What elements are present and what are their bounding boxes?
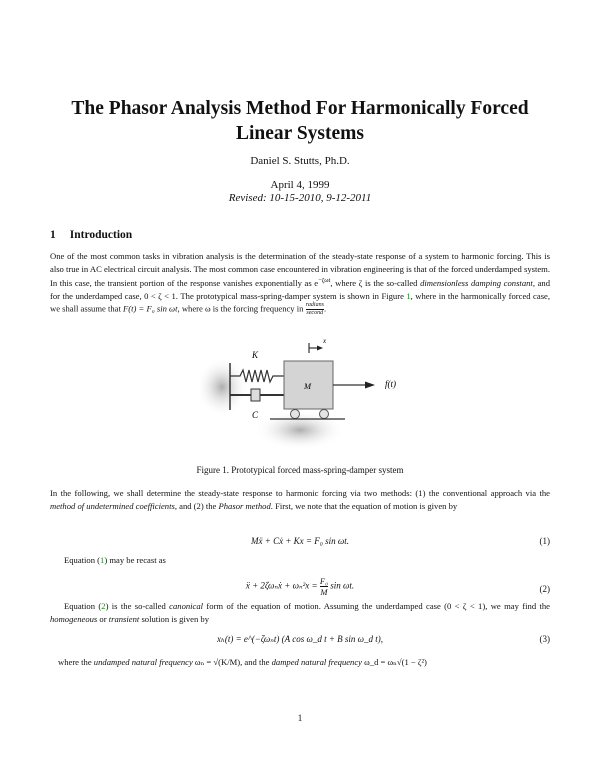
wheel-right xyxy=(319,409,329,419)
text-segment: , where in the harmonically forced case,… xyxy=(50,290,550,314)
text-segment: F(t) = F₀ sin ωt xyxy=(123,303,178,314)
text-segment: ) may be recast as xyxy=(104,555,166,565)
label-x: x xyxy=(322,337,327,345)
cross-reference-link[interactable]: 1 xyxy=(406,290,411,301)
text-segment: homogeneous xyxy=(50,613,98,624)
text-segment: In the following, we shall determine the… xyxy=(50,488,550,498)
damper xyxy=(250,388,261,402)
text-segment: , and for the underdamped case, 0 < ζ < … xyxy=(50,278,551,301)
equation-2-label: (2) xyxy=(539,584,551,594)
label-force: f(t) xyxy=(385,379,396,389)
text-segment: ω_d = ωₙ√(1 − ζ²) xyxy=(361,657,427,667)
text-segment: , where ζ is the so-called xyxy=(330,278,421,289)
section-title: Introduction xyxy=(69,229,133,241)
label-c: C xyxy=(252,410,259,420)
revised-date: Revised: 10-15-2010, 9-12-2011 xyxy=(228,192,372,204)
date: April 4, 1999 xyxy=(270,179,330,191)
text-segment: transient xyxy=(108,613,140,624)
section-number: 1 xyxy=(50,229,56,241)
figure-caption: Figure 1. Prototypical forced mass-sprin… xyxy=(196,465,404,475)
text-segment: Equation ( xyxy=(64,555,101,565)
paragraph-recast: Equation (1) may be recast as xyxy=(50,554,550,567)
paragraph-frequencies: where the undamped natural frequency ωₙ … xyxy=(58,656,558,669)
equation-3-body: xₕ(t) = e^(−ζωₙt) (A cos ω_d t + B sin ω… xyxy=(216,634,384,644)
text-segment: canonical xyxy=(169,601,204,611)
text-segment: , where ω is the forcing frequency in xyxy=(177,303,306,314)
text-segment: Equation ( xyxy=(64,601,102,611)
text-segment: or xyxy=(97,613,109,624)
paragraph-canonical: Equation (2) is the so-called canonical … xyxy=(50,600,550,625)
text-segment: undamped natural frequency xyxy=(93,657,193,667)
equation-2-lhs: ẍ + 2ζωₙẋ + ωₙ²x = xyxy=(245,580,320,591)
equation-3-label: (3) xyxy=(539,634,551,644)
mass-block xyxy=(283,360,334,410)
text-segment: ) is the so-called xyxy=(105,601,170,611)
text-segment: . First, we note that the equation of mo… xyxy=(270,500,458,511)
text-segment: dimensionless damping constant xyxy=(420,278,533,289)
text-segment: damped natural frequency xyxy=(271,657,362,667)
text-segment: where the xyxy=(58,657,94,667)
force-arrowhead xyxy=(365,381,375,389)
equation-1-body: Mẍ + Cẋ + Kx = F₀ sin ωt. xyxy=(251,536,349,546)
author: Daniel S. Stutts, Ph.D. xyxy=(250,155,350,167)
ground-shadow xyxy=(255,410,345,450)
text-segment: One of the most common tasks in vibratio… xyxy=(50,251,550,289)
paragraph-methods: In the following, we shall determine the… xyxy=(50,487,550,512)
paragraph-intro: One of the most common tasks in vibratio… xyxy=(50,250,550,317)
label-k: K xyxy=(251,350,259,360)
wall-shadow xyxy=(200,357,248,417)
text-segment: . xyxy=(323,303,327,314)
text-segment: solution is given by xyxy=(139,613,210,624)
text-segment: form of the equation of motion. Assuming… xyxy=(203,601,550,611)
wheel-left xyxy=(290,409,300,419)
equation-2-rhs: sin ωt. xyxy=(328,580,355,591)
text-segment: method of undetermined coefficients xyxy=(50,500,175,511)
text-segment: −ζωt xyxy=(318,277,331,285)
section-heading: 1 Introduction xyxy=(50,229,132,241)
page-number: 1 xyxy=(297,713,303,723)
cross-reference-link[interactable]: 2 xyxy=(101,601,106,611)
displacement-arrowhead xyxy=(317,345,323,351)
paper-title: The Phasor Analysis Method For Harmonica… xyxy=(71,98,529,144)
spring xyxy=(230,368,284,384)
text-segment: , and (2) the xyxy=(174,500,219,511)
cross-reference-link[interactable]: 1 xyxy=(100,555,105,565)
equation-1-label: (1) xyxy=(539,536,551,546)
mass-spring-damper-figure: K C M f(t) x xyxy=(200,337,396,450)
text-segment: ωₙ = √(K/M), and the xyxy=(192,657,272,667)
label-m: M xyxy=(303,381,312,391)
text-segment: Phasor method xyxy=(218,500,271,511)
